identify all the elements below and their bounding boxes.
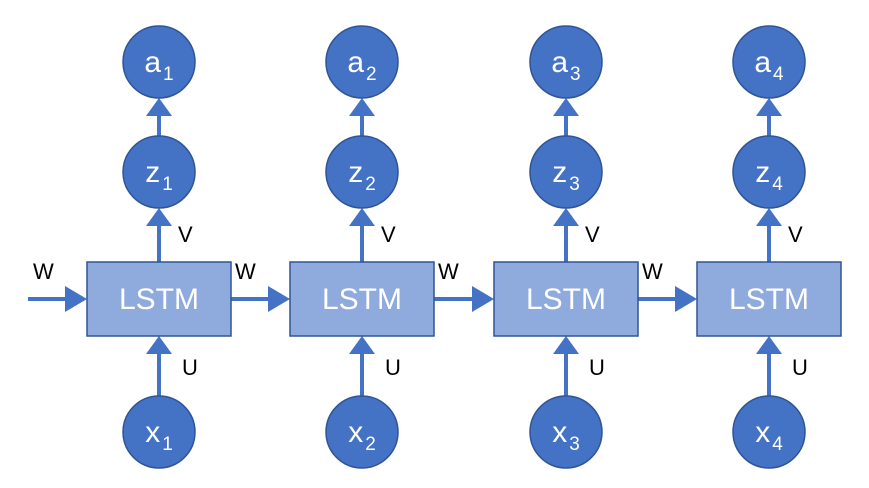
lstm-cell-box-3: [493, 261, 639, 337]
cell-to-hidden-arrow-1: [146, 208, 172, 262]
weight-label-w-1: W: [235, 259, 256, 284]
input-node-3-circle: [529, 395, 603, 469]
recurrent-arrow-2-head: [472, 286, 494, 312]
hidden-node-4-circle: [732, 135, 806, 209]
cell-to-hidden-arrow-4: [756, 208, 782, 262]
cell-to-hidden-arrow-4-head: [756, 208, 782, 226]
cell-to-hidden-arrow-3: [553, 208, 579, 262]
lstm-cell-4: LSTM: [696, 261, 842, 337]
recurrent-arrow-2: [434, 286, 494, 312]
recurrent-input-arrow-head: [65, 286, 87, 312]
weight-label-w-3: W: [642, 259, 663, 284]
input-arrow-4: [756, 336, 782, 396]
lstm-cell-2: LSTM: [289, 261, 435, 337]
weight-label-v-2: V: [381, 222, 396, 247]
hidden-to-output-arrow-3-head: [553, 98, 579, 116]
lstm-cell-label-4: LSTM: [729, 283, 809, 316]
input-arrow-4-head: [756, 336, 782, 354]
hidden-to-output-arrow-3: [553, 98, 579, 136]
input-node-4-circle: [732, 395, 806, 469]
cell-to-hidden-arrow-1-head: [146, 208, 172, 226]
weight-label-w-2: W: [438, 259, 459, 284]
cell-to-hidden-arrow-2: [349, 208, 375, 262]
input-arrow-2-head: [349, 336, 375, 354]
recurrent-arrow-3-head: [675, 286, 697, 312]
input-node-2-circle: [325, 395, 399, 469]
cell-to-hidden-arrow-2-head: [349, 208, 375, 226]
weight-label-v-1: V: [178, 222, 193, 247]
hidden-node-2-circle: [325, 135, 399, 209]
weight-label-v-4: V: [788, 222, 803, 247]
lstm-cell-label-2: LSTM: [322, 283, 402, 316]
output-node-2-circle: [325, 25, 399, 99]
input-arrow-2: [349, 336, 375, 396]
lstm-cell-box-2: [289, 261, 435, 337]
cell-to-hidden-arrow-3-head: [553, 208, 579, 226]
lstm-cell-box-4: [696, 261, 842, 337]
output-node-4-circle: [732, 25, 806, 99]
lstm-cell-label-3: LSTM: [526, 283, 606, 316]
lstm-cell-label-1: LSTM: [119, 283, 199, 316]
hidden-to-output-arrow-2-head: [349, 98, 375, 116]
output-node-1-circle: [122, 25, 196, 99]
lstm-cell-1: LSTM: [86, 261, 232, 337]
output-node-3-circle: [529, 25, 603, 99]
input-arrow-3: [553, 336, 579, 396]
weight-label-v-3: V: [585, 222, 600, 247]
hidden-to-output-arrow-4: [756, 98, 782, 136]
hidden-to-output-arrow-4-head: [756, 98, 782, 116]
weight-label-u-1: U: [182, 355, 198, 380]
weight-label-u-2: U: [385, 355, 401, 380]
weight-label-u-3: U: [589, 355, 605, 380]
recurrent-input-arrow: [28, 286, 87, 312]
hidden-to-output-arrow-1: [146, 98, 172, 136]
hidden-to-output-arrow-1-head: [146, 98, 172, 116]
recurrent-arrow-1: [231, 286, 290, 312]
weight-label-u-4: U: [792, 355, 808, 380]
recurrent-arrow-3: [638, 286, 697, 312]
lstm-cell-box-1: [86, 261, 232, 337]
input-arrow-1: [146, 336, 172, 396]
input-node-1-circle: [122, 395, 196, 469]
hidden-node-1-circle: [122, 135, 196, 209]
lstm-cell-3: LSTM: [493, 261, 639, 337]
input-arrow-1-head: [146, 336, 172, 354]
hidden-to-output-arrow-2: [349, 98, 375, 136]
recurrent-arrow-1-head: [268, 286, 290, 312]
hidden-node-3-circle: [529, 135, 603, 209]
input-arrow-3-head: [553, 336, 579, 354]
weight-label-w-0: W: [33, 259, 54, 284]
